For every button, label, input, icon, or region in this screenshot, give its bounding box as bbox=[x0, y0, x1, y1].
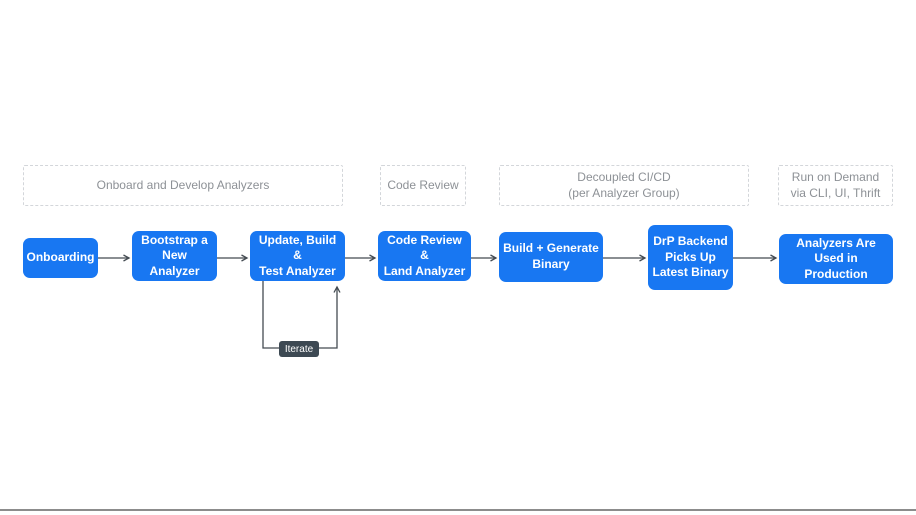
node-build-generate-binary: Build + Generate Binary bbox=[499, 232, 603, 282]
iterate-badge: Iterate bbox=[279, 341, 319, 357]
group-box-onboard-develop: Onboard and Develop Analyzers bbox=[23, 165, 343, 206]
node-drp-backend: DrP Backend Picks Up Latest Binary bbox=[648, 225, 733, 290]
node-code-review-land: Code Review & Land Analyzer bbox=[378, 231, 471, 281]
group-box-decoupled-cicd: Decoupled CI/CD (per Analyzer Group) bbox=[499, 165, 749, 206]
node-onboarding: Onboarding bbox=[23, 238, 98, 278]
group-box-code-review: Code Review bbox=[380, 165, 466, 206]
node-bootstrap-new-analyzer: Bootstrap a New Analyzer bbox=[132, 231, 217, 281]
node-update-build-test: Update, Build & Test Analyzer bbox=[250, 231, 345, 281]
node-analyzers-production: Analyzers Are Used in Production bbox=[779, 234, 893, 284]
bottom-divider-line bbox=[0, 509, 916, 511]
iterate-loop-connector bbox=[262, 281, 341, 349]
group-box-run-on-demand: Run on Demand via CLI, UI, Thrift bbox=[778, 165, 893, 206]
